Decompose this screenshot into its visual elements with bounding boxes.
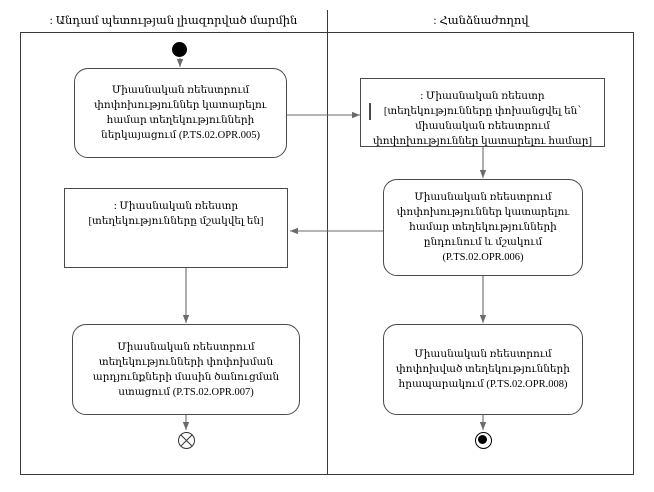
swimlane-divider-tick: [327, 10, 328, 33]
activity-final-node: [475, 432, 492, 449]
object-node-registry-processed-label: : Միասնական ռեեստր [տեղեկությունները մշա…: [88, 201, 264, 227]
action-node-opr-005-label: Միասնական ռեեստրում փոփոխություններ կատա…: [94, 85, 267, 141]
object-node-registry-transferred-label: : Միասնական ռեեստր [տեղեկությունները փոխ…: [373, 91, 592, 147]
flow-final-node: [178, 432, 195, 449]
action-node-opr-005[interactable]: Միասնական ռեեստրում փոփոխություններ կատա…: [74, 68, 287, 158]
object-node-registry-processed[interactable]: : Միասնական ռեեստր [տեղեկությունները մշա…: [64, 188, 288, 268]
swimlane-header-commission: : Հանձնաժողով: [433, 15, 529, 27]
action-node-opr-008-label: Միասնական ռեեստրում փոփոխված տեղեկությու…: [396, 349, 570, 390]
object-pin-icon: [369, 103, 371, 120]
swimlane-right: [327, 32, 634, 475]
action-node-opr-007[interactable]: Միասնական ռեեստրում տեղեկությունների փոփ…: [72, 324, 300, 415]
action-node-opr-006[interactable]: Միասնական ռեեստրում փոփոխություններ կատա…: [383, 179, 583, 276]
swimlane-header-member-state: : Անդամ պետության լիազորված մարմին: [49, 15, 298, 27]
action-node-opr-006-label: Միասնական ռեեստրում փոփոխություններ կատա…: [396, 192, 570, 263]
action-node-opr-007-label: Միասնական ռեեստրում տեղեկությունների փոփ…: [92, 341, 280, 398]
action-node-opr-008[interactable]: Միասնական ռեեստրում փոփոխված տեղեկությու…: [383, 324, 583, 415]
initial-node: [172, 42, 187, 57]
object-node-registry-transferred[interactable]: : Միասնական ռեեստր [տեղեկությունները փոխ…: [360, 78, 605, 147]
